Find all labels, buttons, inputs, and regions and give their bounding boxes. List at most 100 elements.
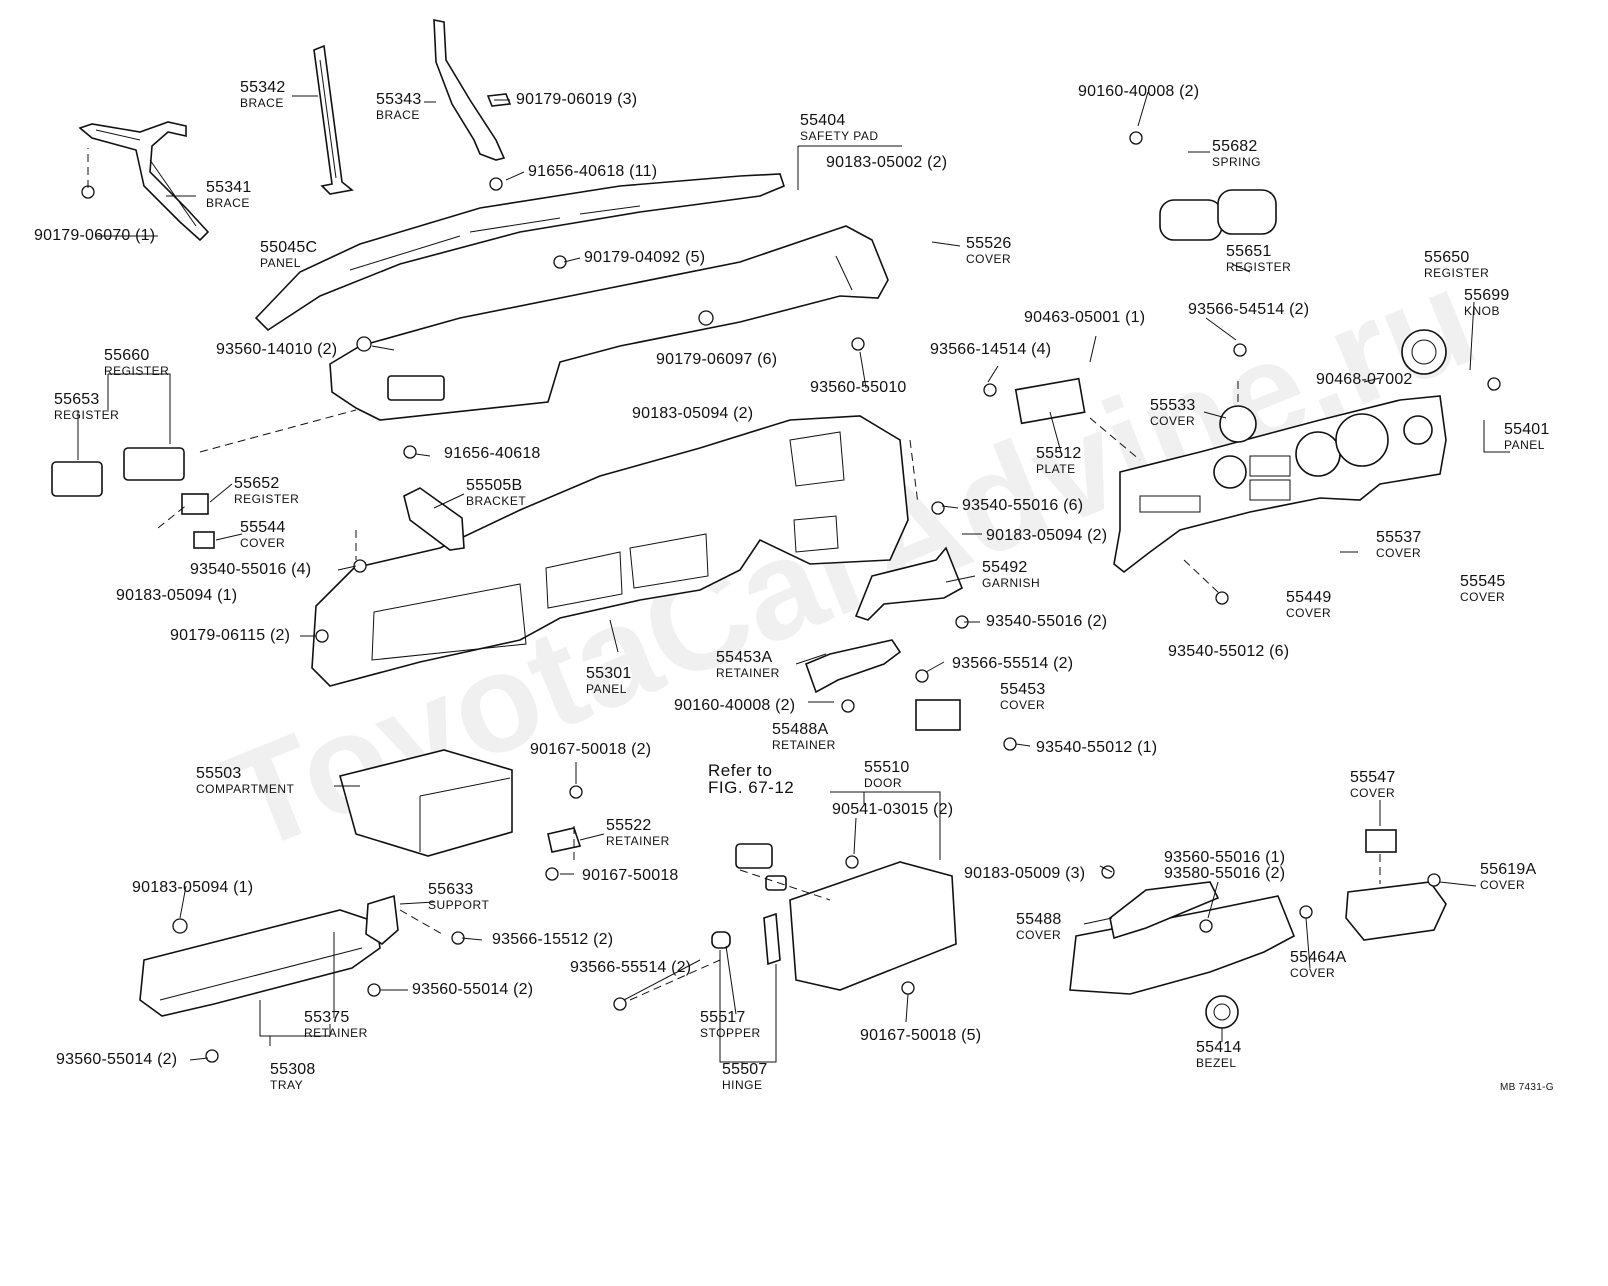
part-number: 90160-40008 (2) [674,697,796,714]
part-label-90183-05094-r: 90183-05094 (2) [986,528,1107,544]
part-number: 55488 [1016,911,1062,928]
part-number: 55449 [1286,589,1332,606]
part-label-91656-40618: 91656-40618 [444,446,541,462]
plate-55512-drawing [1014,377,1086,425]
part-label-90468-07002: 90468-07002 [1316,372,1413,388]
part-description: SAFETY PAD [800,129,879,143]
part-number: 90183-05009 (3) [964,865,1086,882]
part-number: 55533 [1150,397,1196,414]
part-description: COVER [1286,606,1332,620]
part-number: 91656-40618 [444,445,541,462]
part-description: BRACE [240,96,284,110]
part-number: 90167-50018 (5) [860,1027,982,1044]
part-description: KNOB [1464,304,1501,318]
part-number: 93560-14010 (2) [216,341,338,358]
retainer-55453a-drawing [804,639,902,694]
stopper-55517-drawing [711,931,731,949]
part-number: 93560-55010 [810,379,907,396]
part-description: COVER [1000,698,1046,712]
part-description: REGISTER [234,492,300,506]
reference-line-2: FIG. 67-12 [708,778,795,797]
part-label-93540-55016-4: 93540-55016 (4) [190,562,311,578]
part-description: COVER [1016,928,1062,942]
part-label-93566-54514: 93566-54514 (2) [1188,302,1309,318]
brace-55343-drawing [433,19,512,161]
part-label-93540-55016-2: 93540-55016 (2) [986,614,1107,630]
door-55510-drawing [789,861,957,991]
part-description: REGISTER [104,364,170,378]
part-number: 55699 [1464,287,1510,304]
part-number: 55308 [270,1061,316,1078]
fasteners [81,131,1501,1063]
part-label-90160-40008-mid: 90160-40008 (2) [674,698,795,714]
part-label-90167-50018: 90167-50018 [582,868,679,884]
part-number: 93566-15512 (2) [492,931,614,948]
part-number: 93540-55012 (1) [1036,739,1158,756]
garnish-55492-drawing [854,546,964,621]
part-description: BRACKET [466,494,527,508]
part-description: COVER [966,252,1012,266]
part-number: 90179-06115 (2) [170,627,291,644]
part-number: 55301 [586,665,632,682]
part-label-93560-55014-l: 93560-55014 (2) [56,1052,177,1068]
part-number: 91656-40618 (11) [528,163,658,180]
panel-55401-drawing [1113,395,1447,574]
part-description: TRAY [270,1078,304,1092]
part-label-90463-05001: 90463-05001 (1) [1024,310,1145,326]
part-label-93580-55016: 93580-55016 (2) [1164,866,1285,882]
part-number: 55682 [1212,138,1258,155]
part-description: COVER [240,536,286,550]
retainer-55522-drawing [547,827,582,853]
part-number: 55512 [1036,445,1082,462]
part-number: 55522 [606,817,652,834]
part-number: 55517 [700,1009,746,1026]
figure-code: MB 7431-G [1500,1082,1554,1093]
part-label-90183-05002: 90183-05002 (2) [826,155,947,171]
part-number: 90183-05094 (2) [632,405,754,422]
part-number: 93566-14514 (4) [930,341,1052,358]
part-label-90167-50018-5: 90167-50018 (5) [860,1028,981,1044]
bracket-55505b-drawing [403,487,465,551]
part-label-90183-05094-low: 90183-05094 (1) [132,880,253,896]
cover-55488-drawing [1109,881,1220,940]
part-label-93566-15512: 93566-15512 (2) [492,932,613,948]
cover-55533-drawing [1219,405,1257,443]
panel-55301-drawing [311,415,909,687]
part-number: 90463-05001 (1) [1024,309,1146,326]
part-description: COVER [1460,590,1506,604]
part-description: BRACE [376,108,420,122]
part-number: 93580-55016 (2) [1164,865,1286,882]
part-number: 55488A [772,721,829,738]
part-number: 55404 [800,112,846,129]
part-number: 55650 [1424,249,1470,266]
part-label-93566-14514: 93566-14514 (4) [930,342,1051,358]
cover-55544-drawing [193,531,215,549]
register-55651-drawing [1159,189,1277,241]
part-description: REGISTER [54,408,120,422]
part-label-93560-55014-r: 93560-55014 (2) [412,982,533,998]
part-number: 55343 [376,91,422,108]
part-number: 55453 [1000,681,1046,698]
cover-55619a-panel-drawing [1345,881,1447,941]
part-number: 90179-04092 (5) [584,249,706,266]
part-number: 93540-55016 (2) [986,613,1108,630]
part-number: 55537 [1376,529,1422,546]
part-description: RETAINER [716,666,780,680]
part-label-90541-03015: 90541-03015 (2) [832,802,953,818]
register-55650-drawing [1401,329,1447,375]
